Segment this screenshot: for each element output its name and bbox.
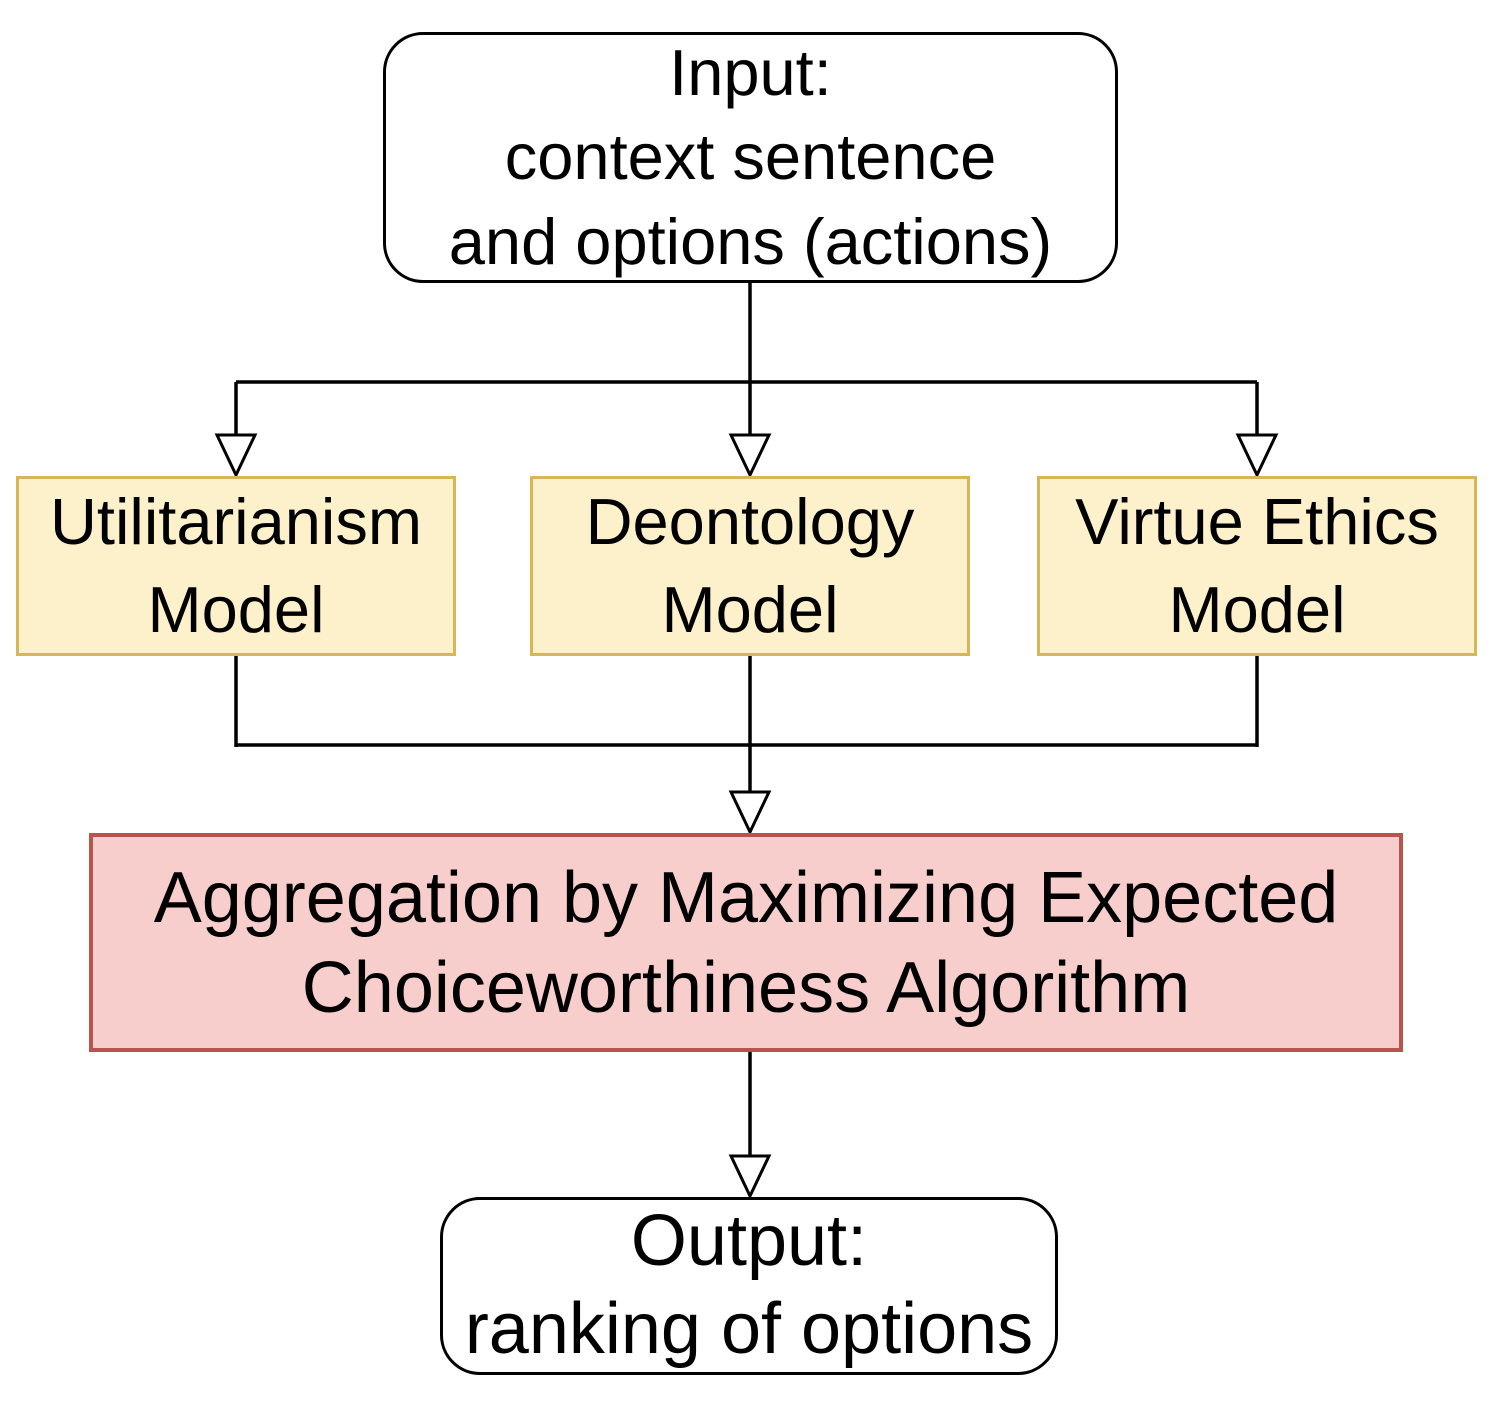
arrowhead-aggregation [728, 790, 772, 836]
node-aggregation-line-1: Aggregation by Maximizing Expected [153, 857, 1339, 938]
arrowhead-utilitarianism [214, 433, 258, 479]
node-aggregation-algorithm: Aggregation by Maximizing Expected Choic… [89, 833, 1403, 1052]
node-input-line-3: and options (actions) [448, 204, 1053, 278]
node-deontology-line-2: Model [661, 573, 839, 646]
node-utilitarianism-model: Utilitarianism Model [16, 476, 456, 656]
node-deontology-model: Deontology Model [530, 476, 970, 656]
node-virtue-ethics-line-2: Model [1168, 573, 1346, 646]
node-output-line-2: ranking of options [464, 1289, 1034, 1369]
node-virtue-ethics-model: Virtue Ethics Model [1037, 476, 1477, 656]
node-virtue-ethics-line-1: Virtue Ethics [1075, 485, 1439, 559]
node-deontology-line-1: Deontology [585, 485, 915, 559]
node-input-line-1: Input: [669, 35, 832, 109]
node-input-line-2: context sentence [504, 120, 997, 194]
node-input: Input: context sentence and options (act… [383, 32, 1118, 283]
node-output: Output: ranking of options [440, 1197, 1058, 1375]
node-aggregation-line-2: Choiceworthiness Algorithm [301, 947, 1191, 1028]
node-output-line-1: Output: [630, 1201, 868, 1282]
arrowhead-output [728, 1154, 772, 1200]
arrowhead-deontology [728, 433, 772, 479]
node-utilitarianism-line-1: Utilitarianism [49, 485, 422, 559]
arrowhead-virtue-ethics [1235, 433, 1279, 479]
node-utilitarianism-line-2: Model [147, 573, 325, 646]
